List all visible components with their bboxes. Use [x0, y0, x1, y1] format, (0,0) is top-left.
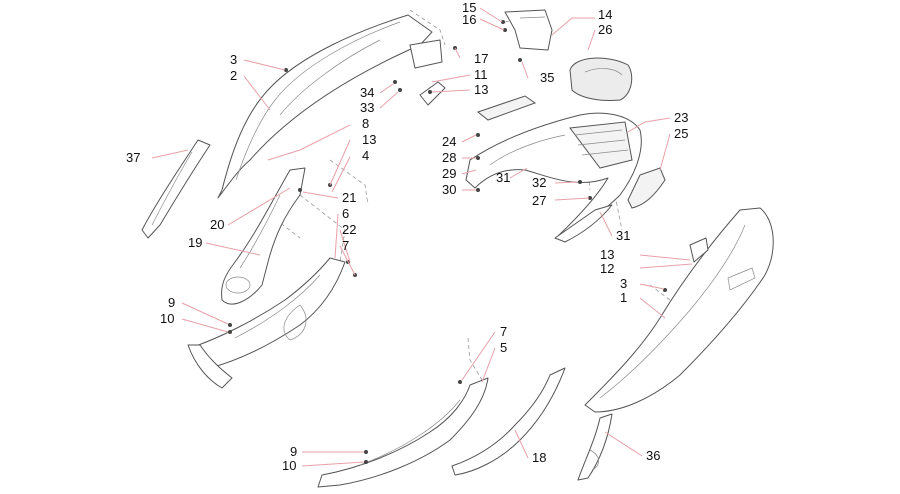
part-31-tail-tip: [554, 204, 613, 243]
callout-13-mid: 13: [362, 132, 376, 147]
callout-34: 34: [360, 85, 374, 100]
part-5-floor-panel: [317, 377, 489, 488]
callout-36: 36: [646, 448, 660, 463]
part-24-trim-strip: [476, 95, 537, 121]
callout-28: 28: [442, 150, 456, 165]
callout-3-right: 3: [620, 276, 627, 291]
part-2-upper-side-cover: [217, 14, 443, 199]
callout-labels: 15 16 14 26 3 2 17 11 35 34 13 33 8 13 4…: [126, 0, 688, 473]
part-11-small-cover: [419, 81, 446, 106]
callout-20: 20: [210, 217, 224, 232]
callout-15: 15: [462, 0, 476, 15]
part-1-right-side-cover: [584, 207, 774, 413]
callout-27: 27: [532, 193, 546, 208]
callout-31-upper: 31: [496, 170, 510, 185]
callout-33: 33: [360, 100, 374, 115]
callout-31-lower: 31: [616, 228, 630, 243]
callout-29: 29: [442, 166, 456, 181]
part-19-inner-panel: [221, 167, 306, 305]
part-6-frame-rail: [189, 257, 346, 369]
part-23-rear-cowl: [465, 112, 642, 243]
callout-4: 4: [362, 148, 369, 163]
leader-lines: [151, 7, 693, 467]
callout-9-left: 9: [168, 295, 175, 310]
callout-11: 11: [474, 67, 488, 82]
part-25-reflector: [627, 167, 666, 209]
callout-25: 25: [674, 126, 688, 141]
callout-23: 23: [674, 110, 688, 125]
part-14-top-bracket: [504, 9, 553, 51]
callout-10-left: 10: [160, 311, 174, 326]
callout-3-top: 3: [230, 52, 237, 67]
part-36-rear-bracket: [577, 413, 613, 481]
callout-30: 30: [442, 182, 456, 197]
callout-21: 21: [342, 190, 356, 205]
callout-13-right: 13: [600, 247, 614, 262]
callout-37: 37: [126, 150, 140, 165]
callout-13-top: 13: [474, 82, 488, 97]
callout-19: 19: [188, 235, 202, 250]
part-37-bracket: [141, 139, 211, 239]
callout-16: 16: [462, 12, 476, 27]
callout-7-mid: 7: [342, 238, 349, 253]
part-lower-left-cover: [187, 344, 233, 389]
callout-6: 6: [342, 206, 349, 221]
fasteners: [228, 20, 667, 464]
callout-7-lower: 7: [500, 324, 507, 339]
callout-8: 8: [362, 116, 369, 131]
part-26-seat-pad: [569, 57, 633, 101]
callout-35: 35: [540, 70, 554, 85]
callout-18: 18: [532, 450, 546, 465]
part-18-lower-panel: [451, 367, 566, 476]
callout-9-bottom: 9: [290, 444, 297, 459]
callout-10-bottom: 10: [282, 458, 296, 473]
callout-2: 2: [230, 68, 237, 83]
callout-22: 22: [342, 222, 356, 237]
callout-14: 14: [598, 7, 612, 22]
callout-12: 12: [600, 261, 614, 276]
callout-1: 1: [620, 290, 627, 305]
callout-26: 26: [598, 22, 612, 37]
callout-24: 24: [442, 134, 456, 149]
callout-32: 32: [532, 175, 546, 190]
callout-17: 17: [474, 51, 488, 66]
callout-5: 5: [500, 340, 507, 355]
